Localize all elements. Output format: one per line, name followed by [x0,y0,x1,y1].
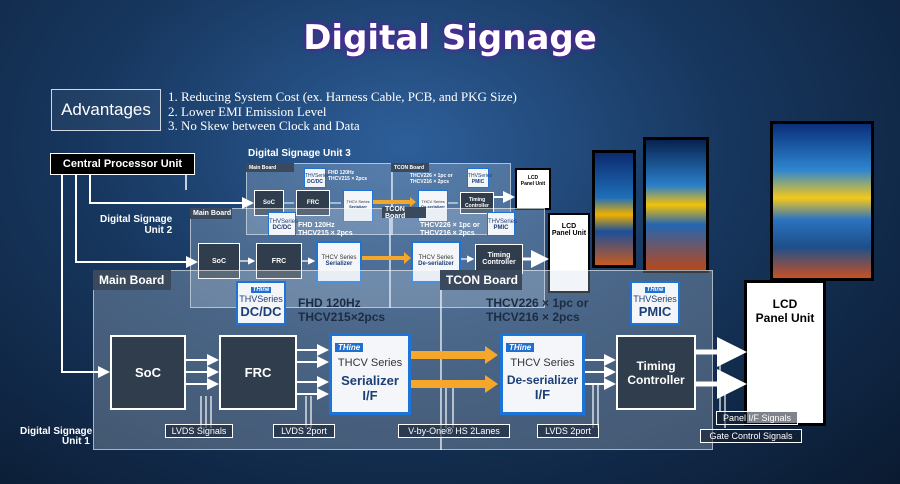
signal-label-lvds-2port-tcon: LVDS 2port [537,424,599,438]
signal-label-lvds-2port: LVDS 2port [273,424,335,438]
advantages-list: 1. Reducing System Cost (ex. Harness Cab… [168,89,517,134]
central-processor-unit: Central Processor Unit [50,153,195,175]
page-title: Digital Signage [303,18,597,58]
lvds2port-b-leader [592,384,599,428]
unit3-tcon-board-tab: TCON Board [391,163,429,172]
unit2-soc-block: SoC [198,243,240,279]
cpu-link-unit3 [89,174,254,209]
advantage-item: 2. Lower EMI Emission Level [168,103,327,119]
unit3-main-board-tab: Main Board [246,163,294,172]
unit1-label: Digital Signage Unit 1 [20,426,93,447]
unit2-tcon-board-tab: TCON Board [382,206,426,220]
unit3-frc-block: FRC [296,190,330,216]
unit1-pmic-badge: THine THVSeries PMIC [630,281,680,325]
unit1-deserializer-chip: THine THCV Series De-serializer I/F [500,333,585,415]
cpu-link-unit1 [61,174,110,378]
advantage-item: 1. Reducing System Cost (ex. Harness Cab… [168,89,517,104]
thine-logo: THine [335,343,364,352]
unit1-main-board-tab: Main Board [93,270,171,290]
signal-label-gate-control: Gate Control Signals [700,429,802,443]
signage-screen-large [770,121,874,281]
u3-vbyone-arrow [373,197,416,207]
unit1-dcdc-badge: THine THVSeries DC/DC [236,281,286,325]
lvds-leader [200,396,212,428]
signal-label-lvds: LVDS Signals [165,424,233,438]
vbyone-arrow-1 [411,346,498,364]
advantages-label: Advantages [51,89,161,131]
unit1-serializer-chip: THine THCV Series Serializer I/F [329,333,411,415]
signage-screen-small [592,150,636,268]
unit1-frc-block: FRC [219,335,297,410]
advantage-item: 3. No Skew between Clock and Data [168,118,360,133]
unit3-serializer-chip: THCV Series Serializer [343,190,373,222]
cpu-link-unit2 [75,174,198,268]
thine-logo: THine [506,343,535,352]
unit1-tcon-board-tab: TCON Board [440,270,522,290]
unit2-label: Digital Signage Unit 2 [100,214,173,236]
u2-vbyone-arrow [362,252,411,264]
lvds2port-a-leader [305,396,312,428]
vbyone-arrow-2 [411,375,498,393]
unit3-label: Digital Signage Unit 3 [248,148,351,159]
signal-label-vbyone: V-by-One® HS 2Lanes [398,424,510,438]
unit1-soc-block: SoC [110,335,186,410]
unit2-main-board-tab: Main Board [190,208,232,219]
unit2-frc-block: FRC [256,243,302,279]
unit2-serializer-chip: THCV Series Serializer [316,241,362,283]
signal-label-panel-if: Panel I/F Signals [716,411,798,425]
signage-screen-medium [643,137,709,273]
